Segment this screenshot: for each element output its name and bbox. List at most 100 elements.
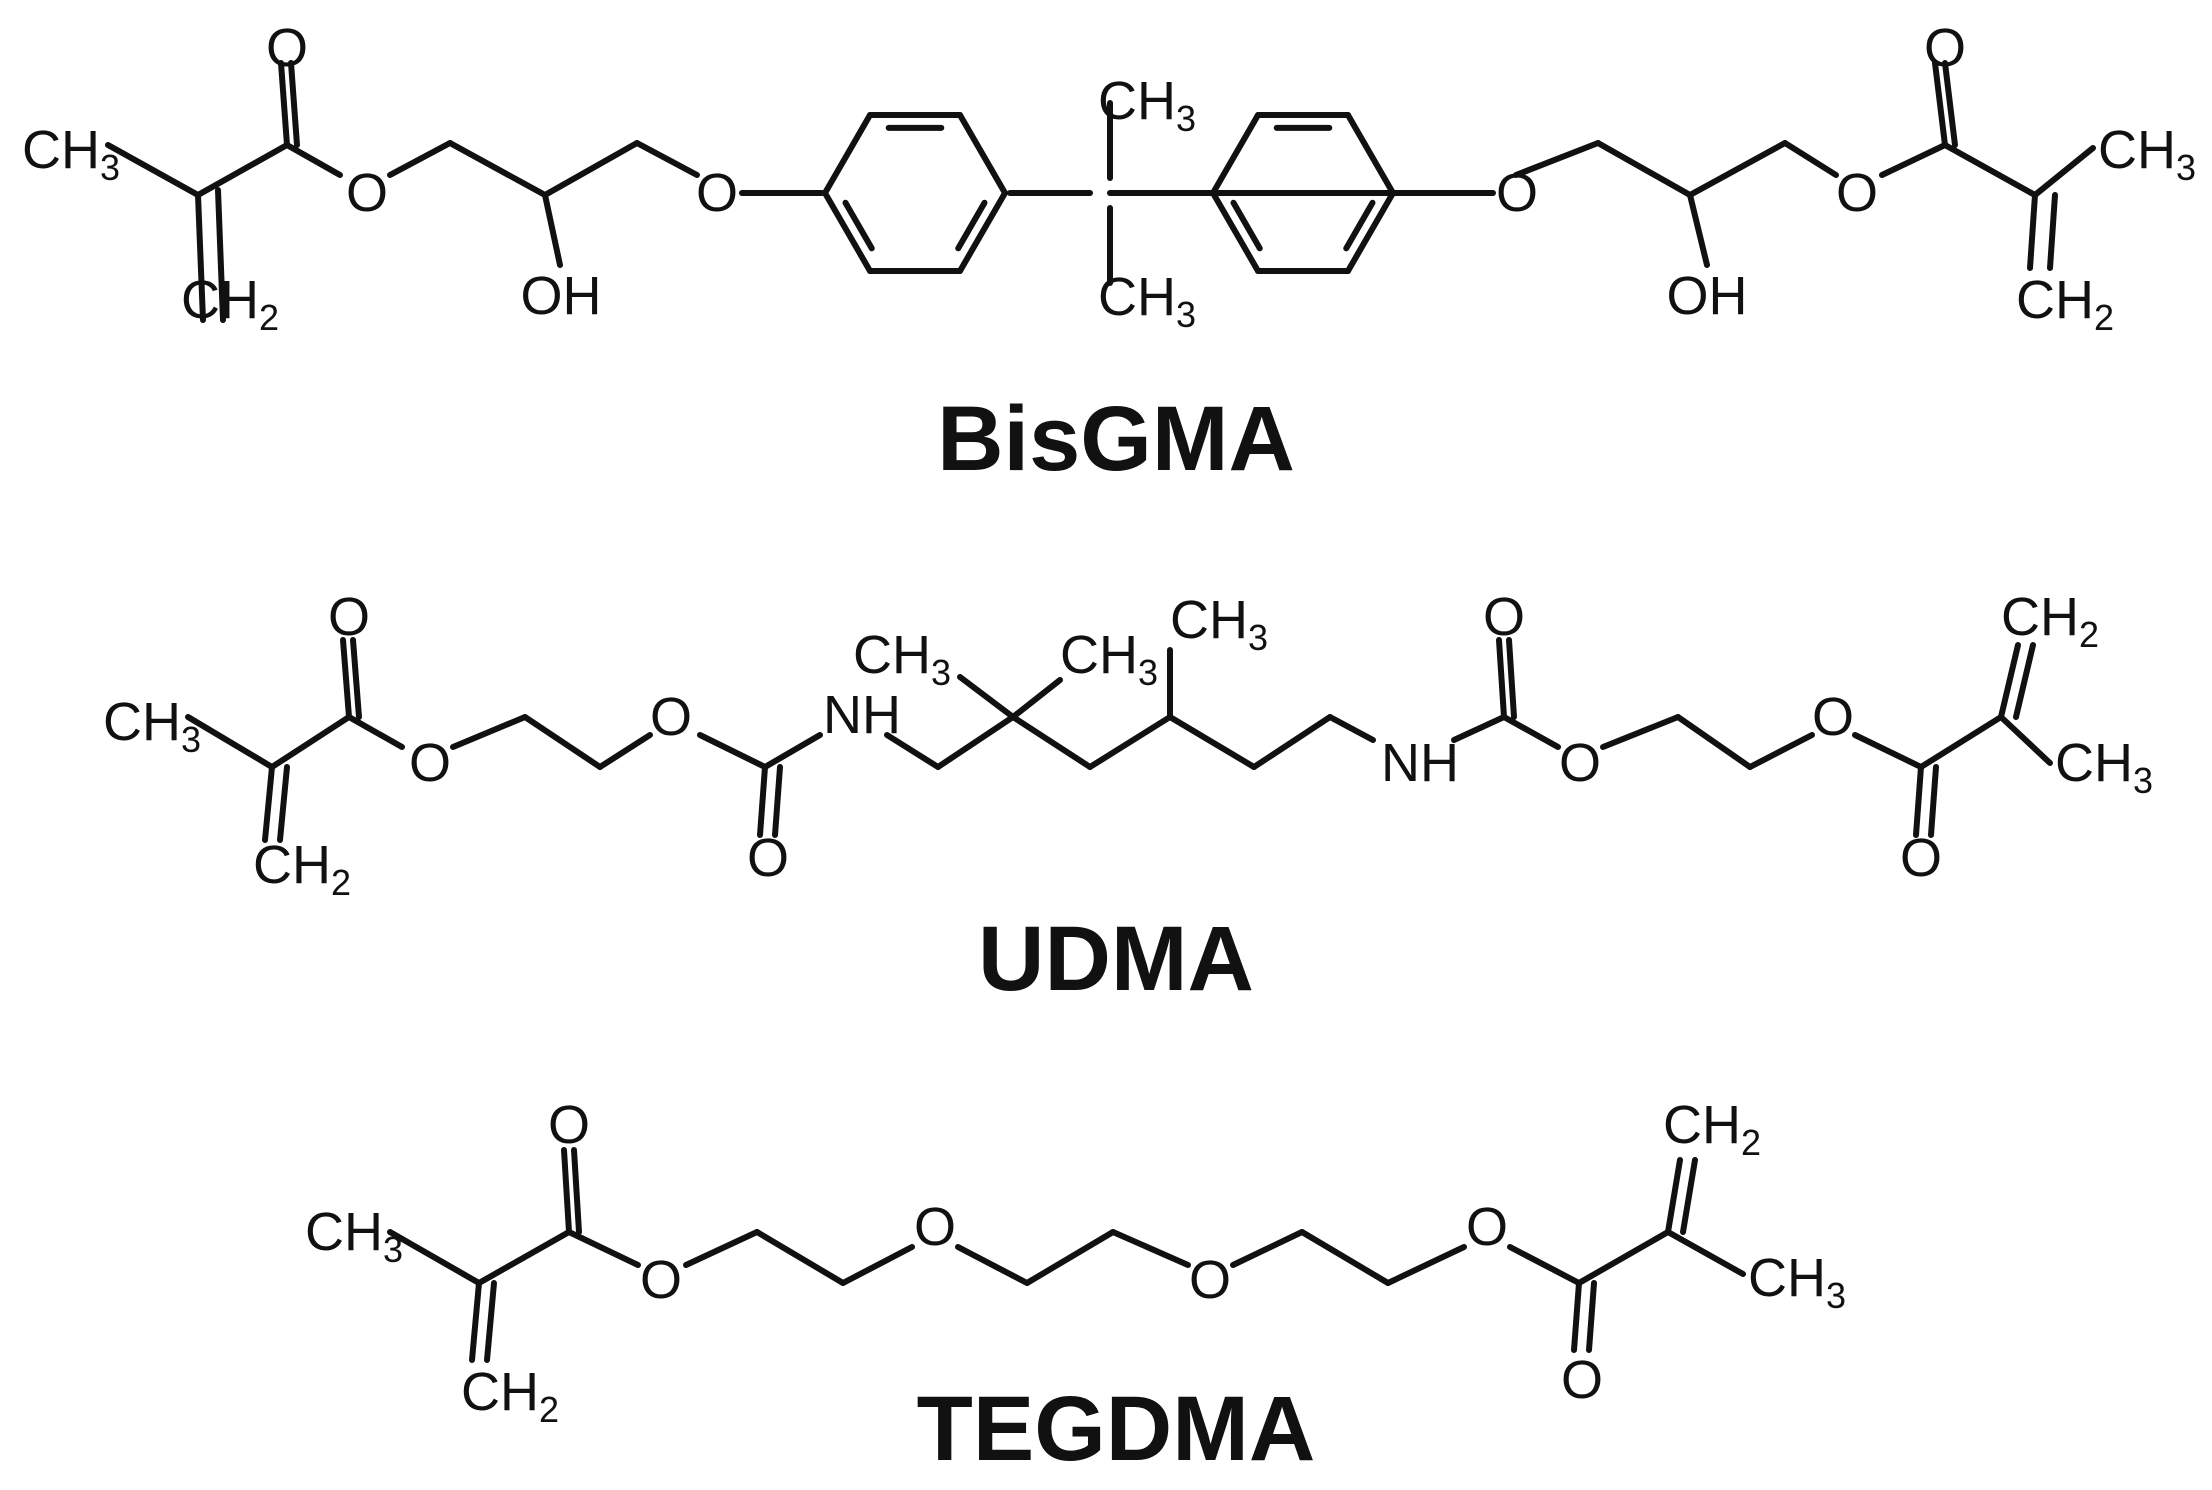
- atom-label-ch3-b: CH3: [1098, 267, 1196, 335]
- bond-line: [884, 732, 941, 770]
- bond-line: [215, 187, 226, 323]
- bond-line: [1010, 714, 1093, 770]
- bond-line: [754, 1229, 846, 1286]
- bond-line: [542, 192, 563, 268]
- atom-label-nh-l: NH: [823, 685, 901, 745]
- atom-label-o-l3: O: [650, 687, 692, 747]
- atom-label-o-r2: O: [1836, 163, 1878, 223]
- bond-line: [522, 714, 603, 770]
- bond-line: [1913, 764, 1924, 838]
- bond-line: [262, 764, 275, 843]
- bond-line: [1595, 140, 1693, 198]
- atom-label-o-m2: O: [1189, 1250, 1231, 1310]
- benzene-ring-1: [822, 112, 1008, 274]
- bond-line: [1496, 637, 1507, 720]
- atom-label-o-r3: O: [1559, 733, 1601, 793]
- bond-line: [1507, 1244, 1582, 1286]
- bond-line: [105, 142, 201, 198]
- bond-line: [1501, 714, 1561, 750]
- bond-line: [1010, 677, 1063, 720]
- bond-line: [697, 732, 768, 770]
- atom-label-ch3-c: CH3: [1170, 590, 1268, 658]
- bond-line: [1942, 60, 1958, 148]
- atom-label-o-l2: O: [409, 733, 451, 793]
- bond-line: [387, 1229, 482, 1286]
- ring-bond: [822, 112, 873, 196]
- bond-line: [1665, 1157, 1683, 1235]
- ring-bond: [957, 190, 1008, 274]
- bond-line: [1675, 714, 1753, 770]
- atom-label-o-r1: O: [1924, 18, 1966, 78]
- bond-line: [1513, 140, 1601, 178]
- bond-line: [772, 764, 783, 838]
- bond-line: [277, 764, 290, 843]
- bond-line: [1506, 637, 1517, 720]
- bond-line: [757, 764, 768, 838]
- atom-label-ch3-l: CH3: [305, 1202, 403, 1270]
- bond-line: [1998, 642, 2021, 720]
- bond-line: [185, 714, 275, 770]
- bond-line: [634, 140, 700, 178]
- bond-line: [1024, 1229, 1116, 1286]
- ring-double-bond: [1230, 199, 1263, 252]
- bond-line: [1928, 764, 1939, 838]
- bond-line: [340, 637, 352, 720]
- bond-line: [1451, 714, 1507, 743]
- bond-line: [2047, 192, 2058, 271]
- bond-line: [1942, 142, 2038, 198]
- bond-line: [1110, 1229, 1191, 1268]
- bond-line: [571, 1147, 582, 1235]
- atom-label-ch3-r: CH3: [1748, 1248, 1846, 1316]
- ring-bond: [1345, 112, 1396, 196]
- atom-label-o-l1: O: [548, 1095, 590, 1155]
- atom-label-o-r3: O: [1496, 163, 1538, 223]
- bond-line: [1167, 714, 1257, 770]
- bond-line: [1385, 1244, 1467, 1286]
- atom-label-o-r2: O: [1812, 687, 1854, 747]
- atom-label-o-m1: O: [914, 1197, 956, 1257]
- atom-label-o-l1: O: [266, 18, 308, 78]
- bond-line: [955, 1244, 1030, 1286]
- bond-line: [840, 1244, 915, 1286]
- benzene-ring-2: [1210, 112, 1396, 274]
- bond-line: [2013, 642, 2036, 720]
- bond-line: [1251, 714, 1333, 770]
- atom-label-o-r2: O: [1466, 1197, 1508, 1257]
- bonds: [387, 1147, 1746, 1363]
- bonds: [185, 637, 2053, 843]
- atom-label-o-r1: O: [1561, 1350, 1603, 1410]
- atom-label-o-l1: O: [328, 587, 370, 647]
- atom-label-ch2-l: CH2: [181, 270, 279, 338]
- bond-line: [1852, 732, 1924, 770]
- bond-line: [1932, 60, 1948, 148]
- atom-label-ch3-r: CH3: [2098, 120, 2196, 188]
- atom-label-o-l2: O: [640, 1250, 682, 1310]
- molecule-name: UDMA: [978, 908, 1254, 1010]
- bond-line: [957, 674, 1016, 720]
- bond-line: [1327, 714, 1376, 743]
- bond-line: [1665, 1229, 1746, 1277]
- bond-line: [1600, 714, 1681, 750]
- bond-line: [1299, 1229, 1391, 1286]
- bond-line: [1998, 714, 2053, 766]
- bond-line: [1087, 714, 1173, 770]
- bond-line: [1687, 140, 1788, 198]
- atom-label-ch3-l: CH3: [22, 120, 120, 188]
- bond-line: [269, 714, 352, 770]
- atom-label-ch2-r: CH2: [1663, 1095, 1761, 1163]
- ring-bond: [957, 112, 1008, 196]
- bond-line: [1879, 142, 1948, 178]
- bond-line: [1680, 1157, 1698, 1235]
- bond-line: [195, 142, 290, 198]
- bond-line: [566, 1229, 641, 1268]
- atom-label-oh-r: OH: [1667, 266, 1748, 326]
- molecule-name: BisGMA: [937, 388, 1295, 490]
- atom-label-ch2-r: CH2: [2016, 270, 2114, 338]
- ring-bond: [1210, 190, 1261, 274]
- bond-line: [284, 142, 343, 178]
- atom-label-o-l4: O: [747, 828, 789, 888]
- atom-label-ch3-r: CH3: [2055, 733, 2153, 801]
- bond-line: [1576, 1229, 1671, 1286]
